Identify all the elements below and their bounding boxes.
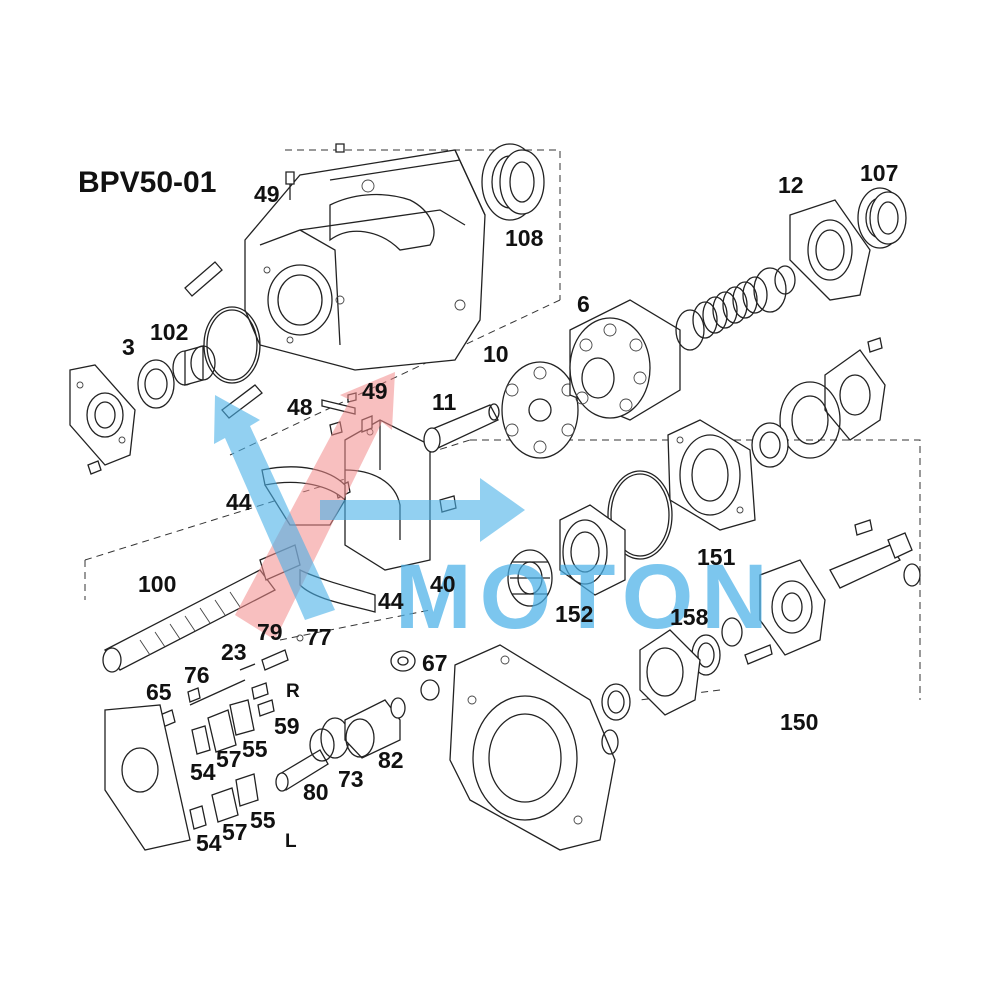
ring-gear-152 xyxy=(559,504,626,596)
label-55-bottom: 55 xyxy=(250,807,276,833)
watermark-arrow-red xyxy=(235,372,395,640)
washer-158 xyxy=(691,617,743,676)
watermark-arrow-blue-left xyxy=(214,395,335,620)
cover-plate-3 xyxy=(69,364,136,466)
label-82: 82 xyxy=(378,747,404,773)
label-49-mid: 49 xyxy=(362,378,388,404)
label-49-top: 49 xyxy=(254,181,280,207)
o-ring-large xyxy=(203,306,261,384)
label-158: 158 xyxy=(670,604,709,630)
watermark-text: MOTON xyxy=(395,546,776,648)
control-cover-plate xyxy=(104,704,191,851)
control-components xyxy=(159,634,304,830)
side-marker-left: L xyxy=(285,831,297,852)
label-54-top: 54 xyxy=(190,759,216,785)
watermark: MOTON xyxy=(214,372,776,648)
label-79: 79 xyxy=(257,619,283,645)
label-65: 65 xyxy=(146,679,172,705)
cylinder-block-6 xyxy=(569,299,681,421)
sun-gear xyxy=(507,549,553,607)
pump-housing xyxy=(244,149,486,371)
front-cover-housing xyxy=(449,644,619,851)
diagram-title: BPV50-01 xyxy=(78,166,216,199)
label-48: 48 xyxy=(287,394,313,420)
side-marker-right: R xyxy=(286,681,300,702)
bearing-107 xyxy=(857,187,907,249)
sleeve-82 xyxy=(344,697,406,759)
label-152: 152 xyxy=(555,601,593,627)
label-40: 40 xyxy=(430,571,456,597)
piston-80 xyxy=(275,749,329,792)
part-labels: BPV50-01 3 102 49 108 12 107 6 10 11 48 … xyxy=(78,160,898,856)
bearing-right xyxy=(751,422,789,468)
label-3: 3 xyxy=(122,334,135,360)
label-12: 12 xyxy=(778,172,804,198)
label-80: 80 xyxy=(303,779,329,805)
bearing-108 xyxy=(481,143,545,221)
label-73: 73 xyxy=(338,766,364,792)
motor-housing-151 xyxy=(667,419,756,531)
label-6: 6 xyxy=(577,291,590,317)
valve-plate-10 xyxy=(501,361,579,459)
label-76: 76 xyxy=(184,662,210,688)
label-59: 59 xyxy=(274,713,300,739)
shaft-11 xyxy=(423,403,500,453)
label-151: 151 xyxy=(697,544,736,570)
label-102: 102 xyxy=(150,319,188,345)
end-cover-right xyxy=(824,337,886,441)
label-150: 150 xyxy=(780,709,818,735)
gasket-right xyxy=(779,381,841,459)
label-44-lower: 44 xyxy=(378,588,404,614)
needle-bearing xyxy=(601,683,631,721)
label-55-top: 55 xyxy=(242,736,268,762)
label-107: 107 xyxy=(860,160,898,186)
label-77: 77 xyxy=(306,624,332,650)
seal-ring xyxy=(137,359,175,409)
retainer-spring-assembly xyxy=(675,265,796,351)
label-100: 100 xyxy=(138,571,176,597)
label-57-top: 57 xyxy=(216,746,242,772)
label-23: 23 xyxy=(221,639,247,665)
o-ring-151 xyxy=(607,470,673,560)
watermark-arrow-blue-right xyxy=(320,478,525,542)
label-57-bottom: 57 xyxy=(222,819,248,845)
label-54-bottom: 54 xyxy=(196,830,222,856)
output-shaft-right xyxy=(829,519,921,589)
label-67: 67 xyxy=(422,650,448,676)
hub-flange xyxy=(639,629,701,716)
label-108: 108 xyxy=(505,225,544,251)
label-44-upper: 44 xyxy=(226,489,252,515)
label-11: 11 xyxy=(432,389,457,415)
port-plate-12 xyxy=(789,199,871,301)
label-10: 10 xyxy=(483,341,509,367)
planet-carrier-150 xyxy=(744,559,826,665)
bushing-102 xyxy=(172,345,216,386)
washer-67 xyxy=(390,650,440,701)
bolt-bottom-left xyxy=(87,460,102,475)
